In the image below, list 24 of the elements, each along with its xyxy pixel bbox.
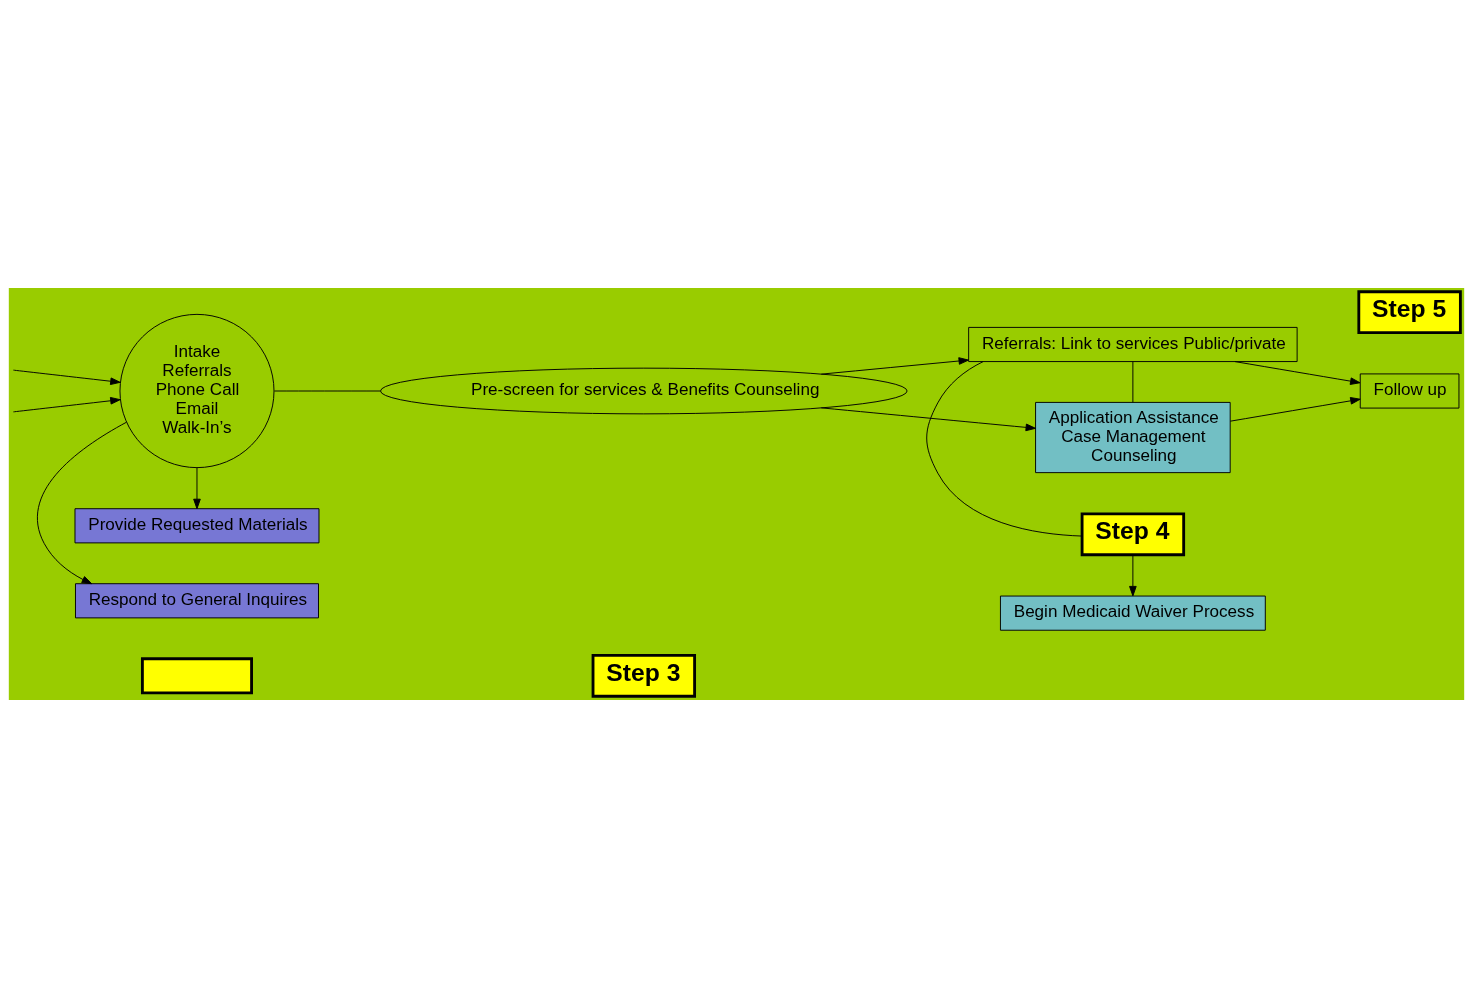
node-box: Follow up (1359, 372, 1460, 409)
connector (1132, 360, 1134, 403)
arrow (1229, 396, 1361, 422)
node-box: Provide Requested Materials (74, 507, 320, 543)
node-box: Step 4 (1080, 512, 1186, 556)
node-box: Begin Medicaid Waiver Process (999, 595, 1266, 631)
arrow (820, 356, 969, 375)
connector (273, 390, 381, 391)
arrow (193, 466, 201, 509)
arrow (820, 406, 1037, 431)
node-ellipse: Pre-screen for services & Benefits Counseling (380, 367, 908, 414)
node-circle: Intake Referrals Phone Call Email Walk-In’s (119, 313, 275, 468)
arrow (36, 421, 127, 584)
arrow (12, 369, 121, 385)
arrow (1129, 553, 1137, 596)
connector (926, 360, 1083, 537)
node-box (140, 656, 253, 694)
node-box: Application Assistance Case Management Counseling (1035, 401, 1231, 473)
node-box: Step 5 (1357, 289, 1462, 334)
arrow (1234, 360, 1361, 385)
arrow (12, 396, 121, 412)
node-box: Step 3 (591, 653, 697, 698)
node-box: Respond to General Inquires (75, 582, 319, 618)
node-box: Referrals: Link to services Public/private (968, 326, 1298, 362)
